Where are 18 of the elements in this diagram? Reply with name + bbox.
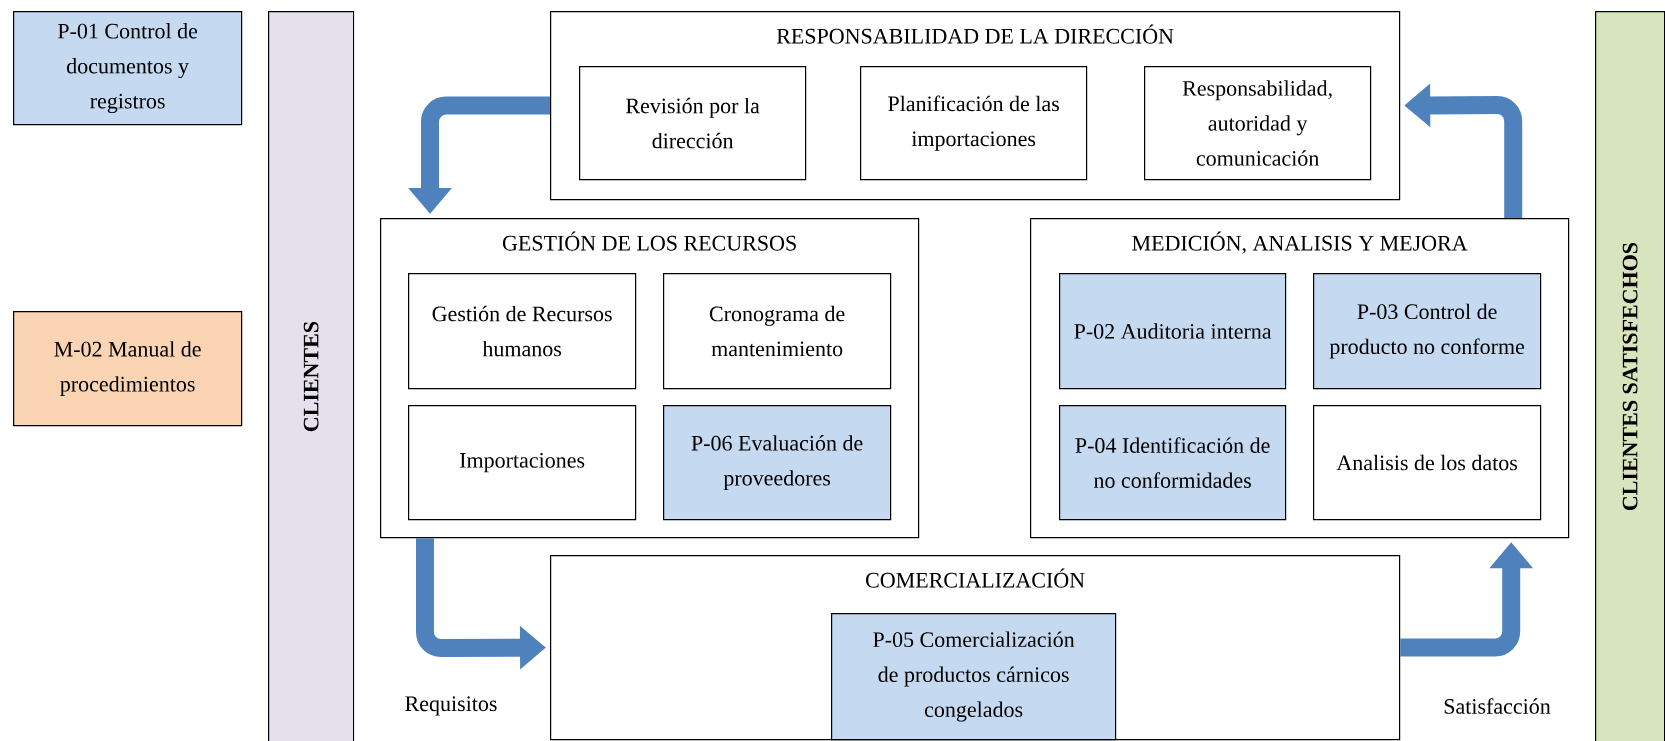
client-bar: CLIENTES SATISFECHOS bbox=[1595, 11, 1665, 741]
document-box: P-01 Control de documentos y registros bbox=[13, 11, 243, 126]
process-box: Cronograma de mantenimiento bbox=[663, 273, 892, 390]
edge-label: Satisfacción bbox=[1441, 696, 1553, 716]
process-box: Analisis de los datos bbox=[1313, 405, 1542, 521]
process-box: P-04 Identificación de no conformidades bbox=[1059, 405, 1287, 521]
client-bar: CLIENTES bbox=[268, 11, 355, 741]
process-box: Gestión de Recursos humanos bbox=[408, 273, 637, 390]
process-box: P-03 Control de producto no conforme bbox=[1313, 273, 1542, 390]
process-box: Planificación de las importaciones bbox=[860, 66, 1088, 181]
process-box: Responsabilidad, autoridad y comunicación bbox=[1144, 66, 1372, 181]
document-box: M-02 Manual de procedimientos bbox=[13, 311, 243, 427]
process-box: Revisión por la dirección bbox=[579, 66, 807, 181]
process-box: P-05 Comercialización de productos cárnicos congelados bbox=[831, 613, 1117, 741]
process-box: Importaciones bbox=[408, 405, 637, 521]
process-box: P-02 Auditoria interna bbox=[1059, 273, 1287, 390]
edge-label: Requisitos bbox=[402, 694, 500, 718]
process-box: P-06 Evaluación de proveedores bbox=[663, 405, 892, 521]
